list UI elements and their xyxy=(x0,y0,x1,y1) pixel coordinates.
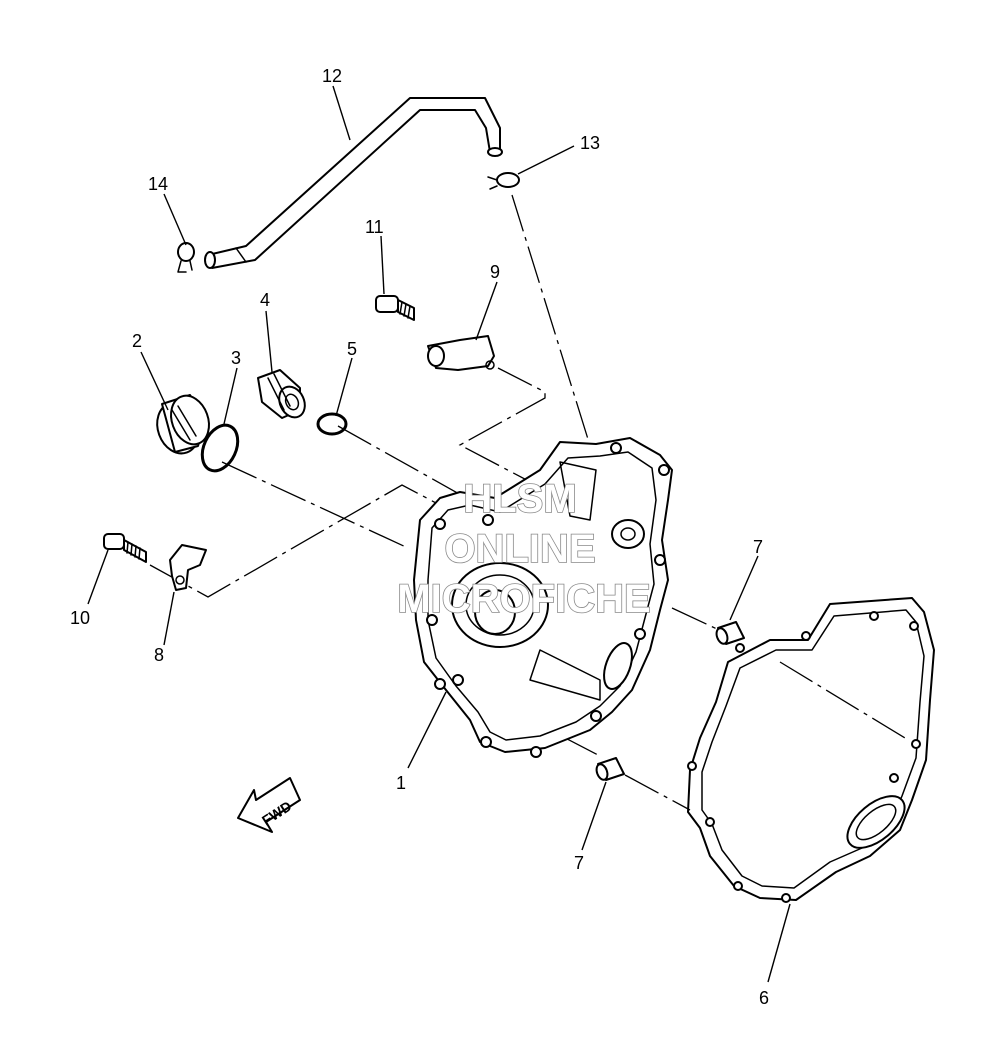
watermark-line-3: MICROFICHE xyxy=(397,577,650,621)
o-ring-large[interactable] xyxy=(195,419,244,476)
plug-cap[interactable] xyxy=(150,390,215,459)
callout-13: 13 xyxy=(580,133,600,153)
callout-4: 4 xyxy=(260,290,270,310)
callout-8: 8 xyxy=(154,645,164,665)
callout-11: 11 xyxy=(365,217,384,237)
cover-gasket[interactable] xyxy=(687,597,935,903)
crankcase-cover[interactable] xyxy=(413,437,673,758)
hose-clip-right[interactable] xyxy=(487,172,520,190)
bolt-upper[interactable] xyxy=(375,295,415,321)
callout-6: 6 xyxy=(759,988,769,1008)
callout-5: 5 xyxy=(347,339,357,359)
callout-10: 10 xyxy=(70,608,90,628)
callout-leaders xyxy=(87,85,791,983)
callout-12: 12 xyxy=(322,66,342,86)
watermark: HLSM ONLINE MICROFICHE xyxy=(397,476,652,622)
callout-3: 3 xyxy=(231,348,241,368)
callout-7-lower: 7 xyxy=(574,853,584,873)
callout-1: 1 xyxy=(396,773,406,793)
callout-2: 2 xyxy=(132,331,142,351)
watermark-line-1: HLSM xyxy=(463,477,576,521)
breather-hose[interactable] xyxy=(204,97,503,269)
o-ring-small[interactable] xyxy=(316,412,348,436)
callout-9: 9 xyxy=(490,262,500,282)
callout-7-upper: 7 xyxy=(753,537,763,557)
threaded-plug[interactable] xyxy=(257,369,310,422)
cable-bracket-upper[interactable] xyxy=(427,335,495,371)
cable-bracket-lower[interactable] xyxy=(169,544,207,591)
watermark-line-2: ONLINE xyxy=(444,527,595,571)
dowel-pin-lower[interactable] xyxy=(595,757,625,781)
forward-arrow-icon: FWD xyxy=(237,777,301,833)
bolt-lower[interactable] xyxy=(103,533,147,563)
dowel-pin-upper[interactable] xyxy=(715,621,745,645)
callout-14: 14 xyxy=(148,174,168,194)
hose-clip-left[interactable] xyxy=(177,242,195,273)
callout-numbers: 1 2 3 4 5 6 7 7 8 9 10 11 12 13 14 xyxy=(70,66,769,1008)
